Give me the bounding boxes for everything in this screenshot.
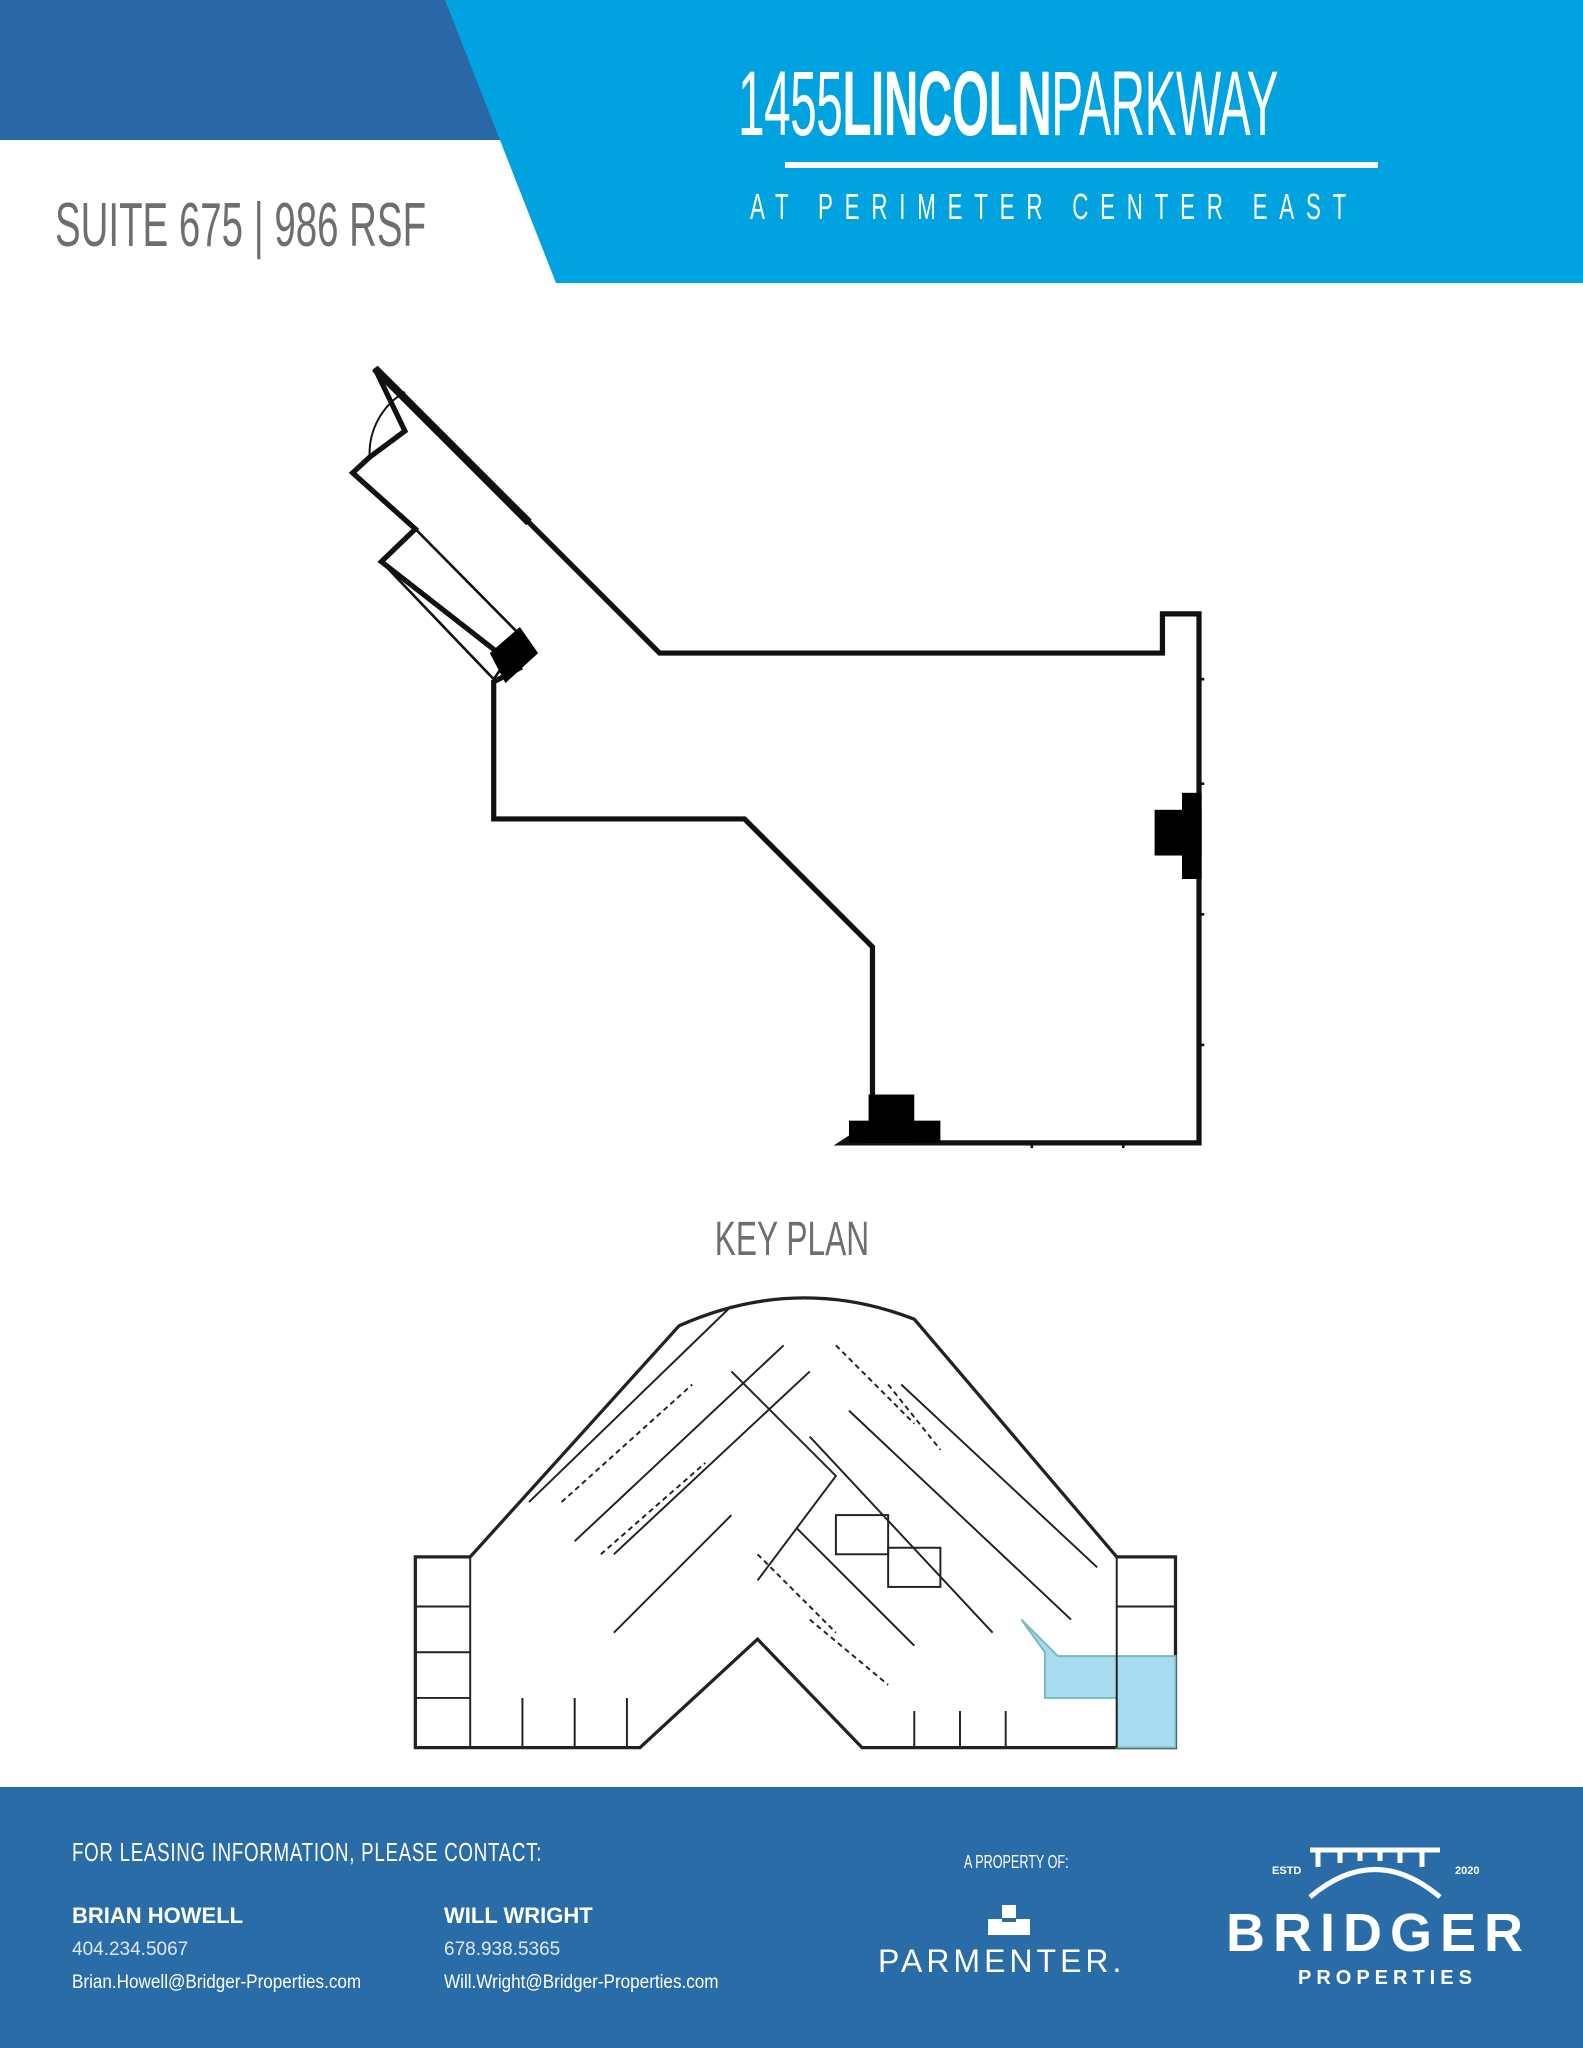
contact-heading: FOR LEASING INFORMATION, PLEASE CONTACT: <box>72 1837 543 1867</box>
bridger-logo-text: BRIDGER <box>1226 1903 1532 1963</box>
suite-info: SUITE 675 | 986 RSF <box>55 191 427 260</box>
header-cyan-panel <box>445 0 1583 283</box>
contact-phone[interactable]: 404.234.5067 <box>72 1939 189 1960</box>
key-plan <box>413 1296 1178 1750</box>
footer: FOR LEASING INFORMATION, PLEASE CONTACT:… <box>0 1787 1583 2048</box>
parmenter-logo-icon <box>988 1905 1030 1935</box>
parmenter-logo-text: PARMENTER. <box>878 1943 1126 1979</box>
structural-columns <box>489 626 1202 1143</box>
contact-name: WILL WRIGHT <box>444 1903 593 1928</box>
bridge-icon <box>1308 1847 1442 1899</box>
building-title: 1455LINCOLNPARKWAY <box>738 52 1279 157</box>
key-plan-title: KEY PLAN <box>0 1212 1583 1267</box>
contact-phone[interactable]: 678.938.5365 <box>444 1939 561 1960</box>
property-of-label: A PROPERTY OF: <box>964 1852 1069 1872</box>
bridger-logo-subtext: PROPERTIES <box>1298 1967 1477 1989</box>
contact-email[interactable]: Brian.Howell@Bridger-Properties.com <box>72 1972 362 1993</box>
title-divider <box>785 162 1378 168</box>
title-light: PARKWAY <box>1051 53 1279 155</box>
suite-highlight <box>1020 1618 1177 1749</box>
estd-label: ESTD <box>1272 1865 1302 1877</box>
title-number: 1455 <box>738 53 843 155</box>
subtitle: AT PERIMETER CENTER EAST <box>750 186 1359 227</box>
suite-floor-plan <box>348 365 1205 1149</box>
contact-name: BRIAN HOWELL <box>72 1903 244 1928</box>
key-plan-title-text: KEY PLAN <box>714 1213 869 1266</box>
year-label: 2020 <box>1455 1865 1480 1877</box>
title-bold: LINCOLN <box>842 53 1052 155</box>
contact-email[interactable]: Will.Wright@Bridger-Properties.com <box>444 1972 719 1993</box>
